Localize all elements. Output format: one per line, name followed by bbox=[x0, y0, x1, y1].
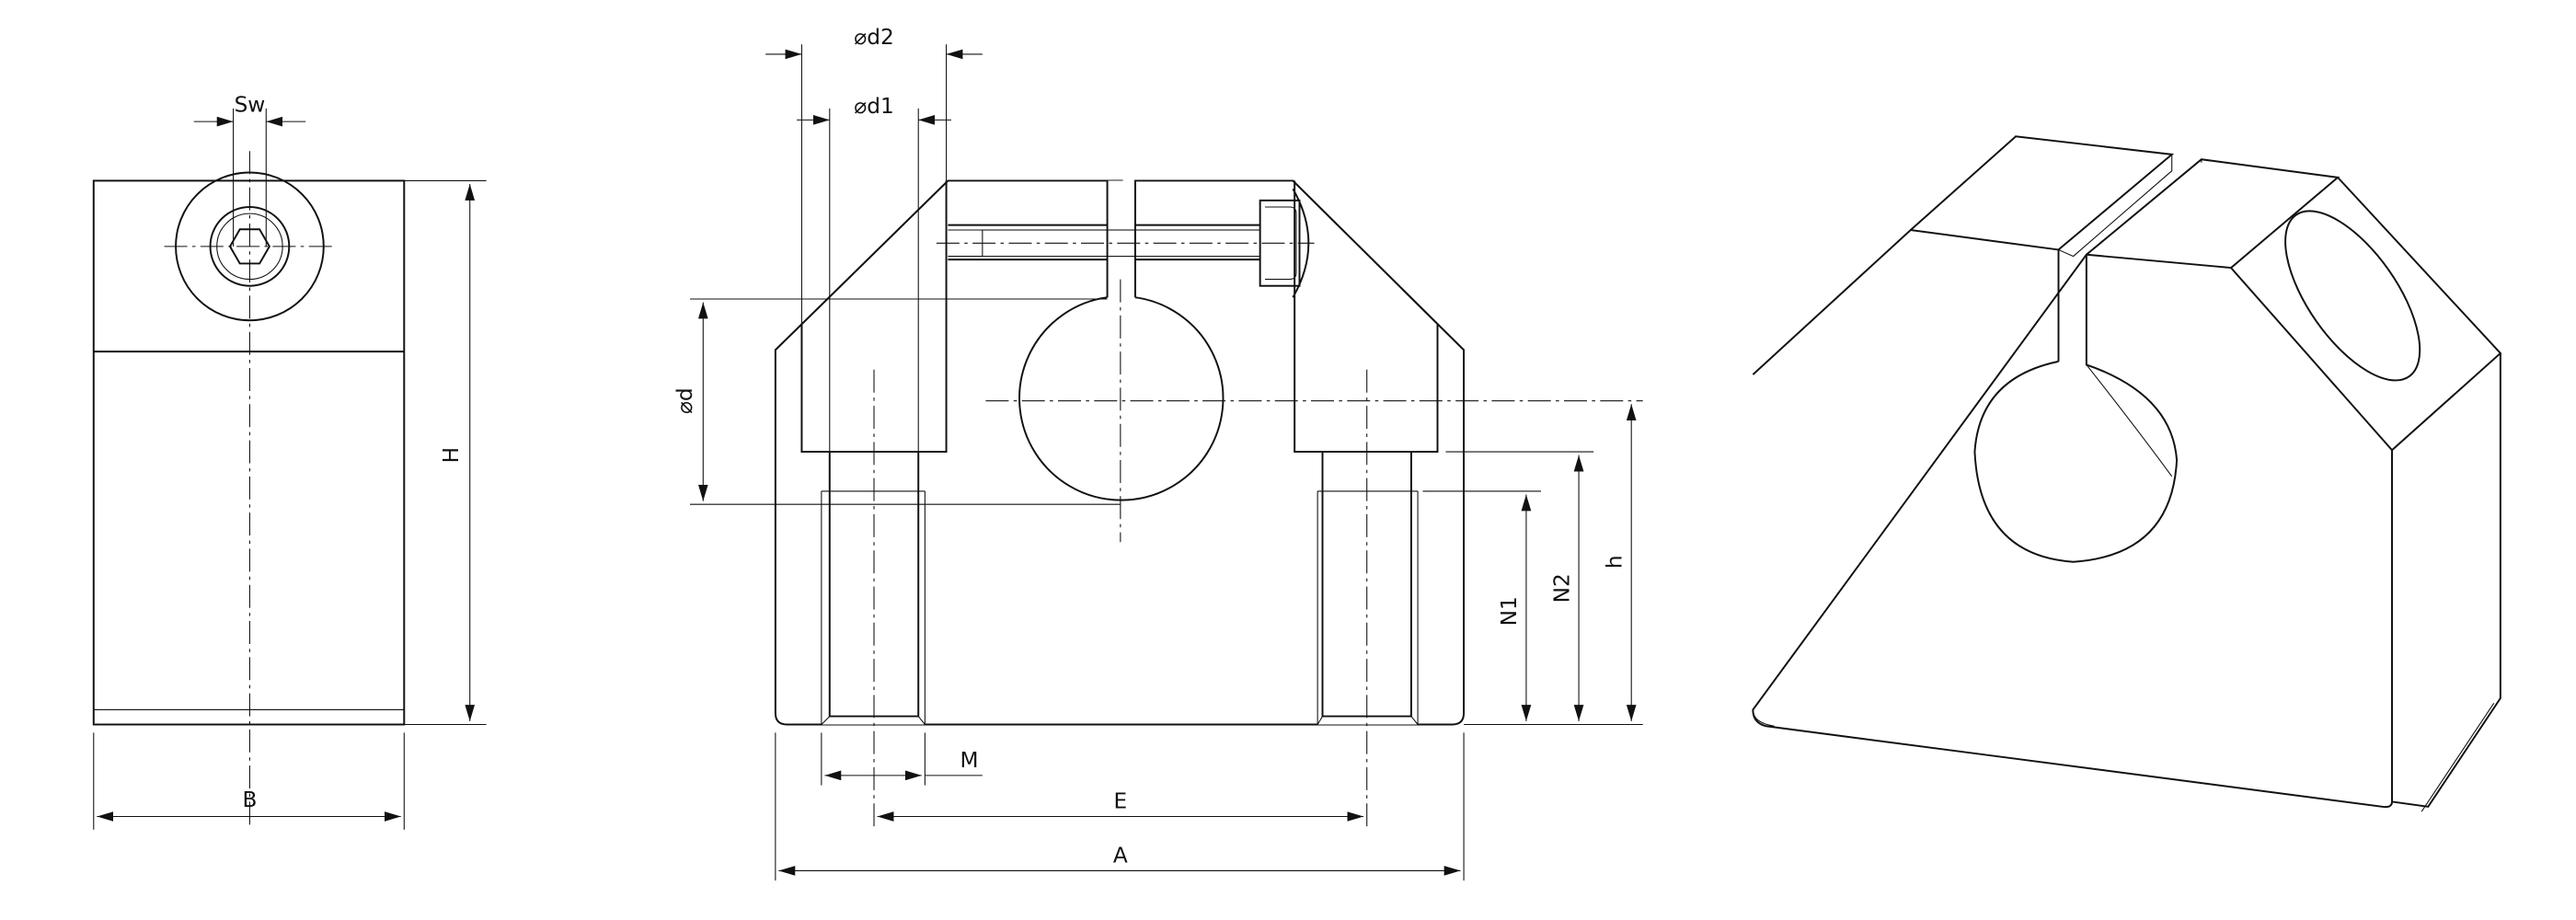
side-body-outline bbox=[92, 179, 406, 726]
iso-screw-bore bbox=[2284, 210, 2421, 382]
dim-label-N2: N2 bbox=[1549, 573, 1574, 603]
dim-label-N1: N1 bbox=[1497, 596, 1522, 626]
clamp-slot bbox=[1106, 180, 1136, 298]
shaft-bore bbox=[1018, 296, 1225, 501]
isometric-view bbox=[1752, 135, 2502, 812]
dim-label-E: E bbox=[1114, 789, 1128, 814]
iso-shaft-bore bbox=[1973, 254, 2179, 563]
dim-label-d: ⌀d bbox=[673, 387, 697, 414]
thread-lines bbox=[821, 490, 1419, 725]
dim-label-d2: ⌀d2 bbox=[854, 25, 893, 50]
dim-label-sw: Sw bbox=[235, 92, 266, 117]
dim-label-d1: ⌀d1 bbox=[854, 94, 893, 119]
iso-top-face bbox=[1910, 135, 2340, 269]
dim-label-h: h bbox=[1603, 555, 1627, 569]
clamp-screw bbox=[936, 188, 1315, 298]
iso-right-faces bbox=[2337, 177, 2502, 808]
side-view: Sw H B bbox=[92, 92, 487, 830]
dim-label-B: B bbox=[242, 788, 257, 812]
section-view: ⌀d2 ⌀d1 ⌀d M E A h N2 N1 bbox=[673, 25, 1643, 881]
iso-front-face bbox=[1752, 228, 2393, 809]
dim-label-A: A bbox=[1113, 844, 1128, 868]
dim-label-M: M bbox=[960, 748, 979, 773]
dim-label-H: H bbox=[439, 447, 464, 463]
